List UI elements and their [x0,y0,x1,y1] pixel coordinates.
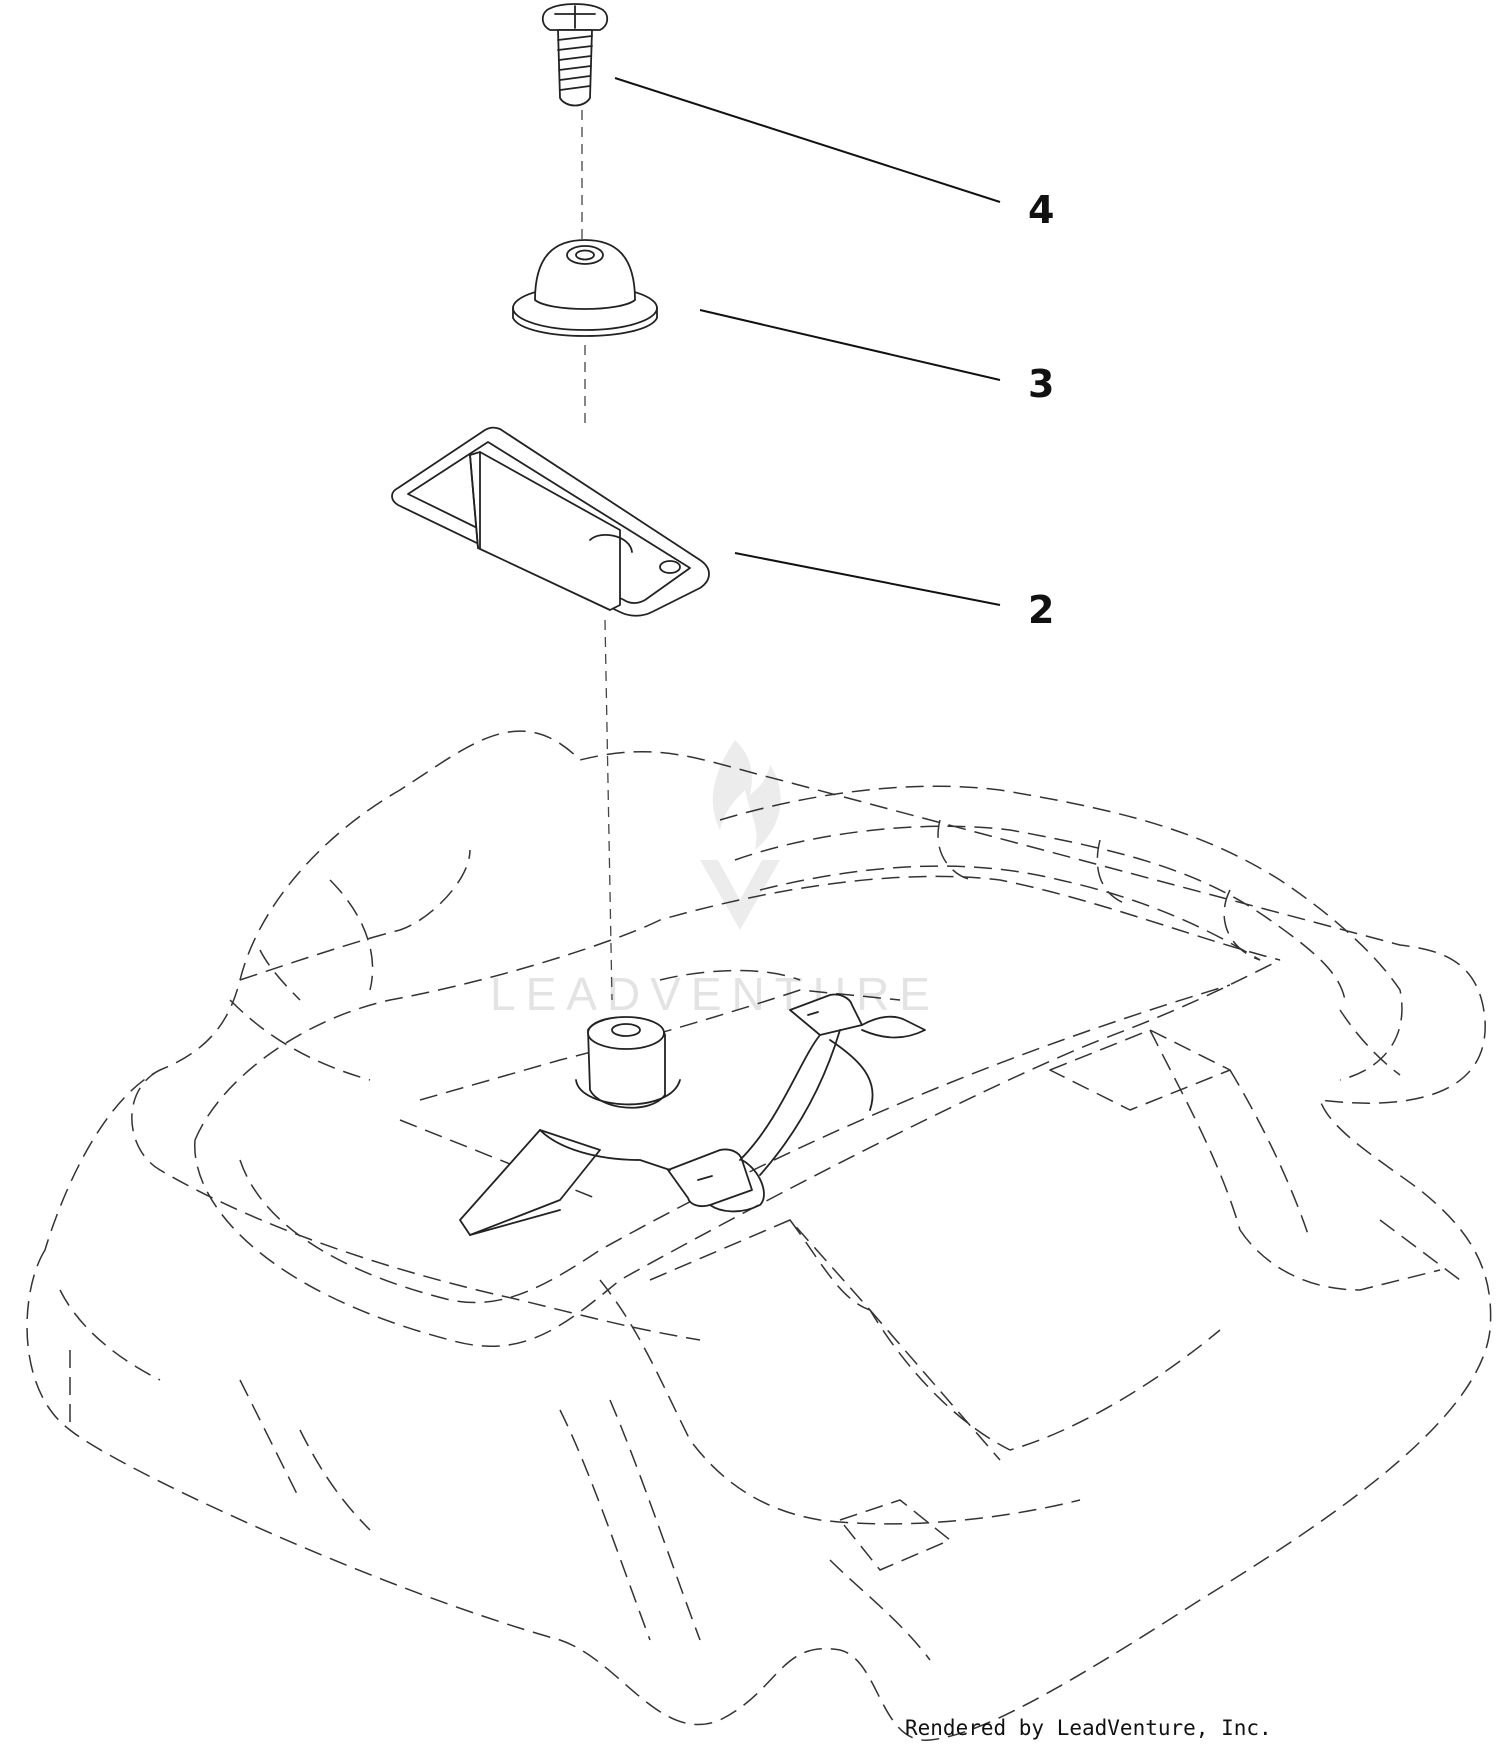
screw-part [541,3,609,240]
bracket-part [391,426,710,1001]
callout-number-2: 2 [1028,588,1054,632]
callout-leader-4 [614,77,1001,203]
callout-number-3: 3 [1028,362,1054,406]
grommet-part [512,239,658,425]
seat-mount-details [459,993,926,1236]
seat-body [26,730,1492,1741]
watermark-v-icon [700,860,780,930]
watermark-text: LEADVENTURE [490,968,940,1020]
render-credit: Rendered by LeadVenture, Inc. [905,1716,1272,1740]
callout-number-4: 4 [1028,188,1054,232]
callout-leader-3 [699,309,1001,381]
watermark: LEADVENTURE [490,740,940,1020]
callout-leader-2 [734,552,1001,606]
watermark-flame-icon [712,740,781,850]
